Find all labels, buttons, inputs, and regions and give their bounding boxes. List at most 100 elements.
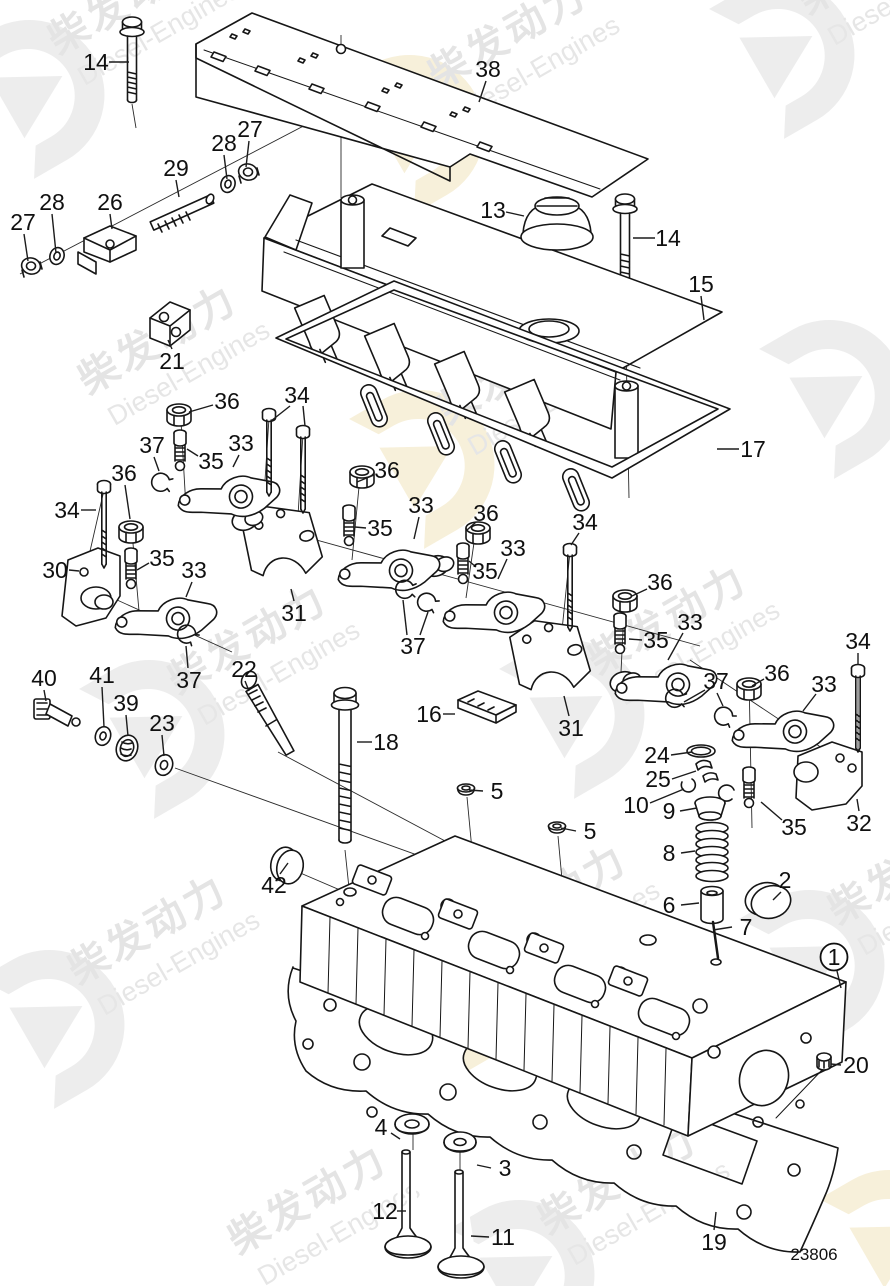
- callout-13: 13: [480, 197, 525, 223]
- callout-16: 16: [416, 701, 455, 727]
- cup-plug: [269, 846, 305, 885]
- callout-label: 9: [663, 798, 676, 824]
- flange-bolt: [612, 193, 638, 292]
- callout-36: 36: [356, 457, 400, 483]
- callout-2: 2: [772, 867, 792, 901]
- callout-19: 19: [701, 1211, 727, 1255]
- callout-14: 14: [83, 49, 129, 75]
- callout-34: 34: [845, 628, 871, 665]
- callout-18: 18: [357, 729, 399, 755]
- callout-39: 39: [113, 690, 139, 737]
- callout-label: 34: [572, 509, 598, 535]
- callout-label: 2: [779, 867, 792, 893]
- callout-label: 10: [623, 792, 649, 818]
- rubber-block: [149, 301, 191, 347]
- callout-label: 37: [139, 432, 165, 458]
- callout-circle: [819, 942, 849, 972]
- callout-label: 29: [163, 155, 189, 181]
- valve-stem: [711, 920, 720, 960]
- callout-label: 20: [843, 1052, 869, 1078]
- callout-37: 37: [176, 645, 202, 693]
- callout-label: 5: [584, 818, 597, 844]
- bracket-plate: [195, 12, 649, 198]
- callout-label: 34: [54, 497, 80, 523]
- callout-label: 17: [740, 436, 766, 462]
- spacer-block: [457, 690, 517, 724]
- cylinder-head: [299, 835, 847, 1137]
- callout-label: 28: [211, 130, 237, 156]
- callout-label: 39: [113, 690, 139, 716]
- callout-37: 37: [683, 668, 729, 707]
- callout-label: 15: [688, 271, 714, 297]
- callout-label: 5: [491, 778, 504, 804]
- callout-28: 28: [39, 189, 65, 254]
- callout-34: 34: [54, 497, 96, 523]
- plug: [115, 734, 139, 762]
- callout-15: 15: [688, 271, 714, 321]
- callout-29: 29: [163, 155, 189, 198]
- callout-33: 33: [802, 671, 837, 712]
- callout-36: 36: [111, 460, 137, 520]
- callout-label: 35: [198, 448, 224, 474]
- nut: [20, 257, 43, 278]
- valve-spring: [695, 821, 729, 883]
- callout-label: 33: [811, 671, 837, 697]
- washer: [220, 174, 236, 194]
- callout-label: 18: [373, 729, 399, 755]
- retainer-clips: [680, 778, 735, 802]
- core-plug: [744, 881, 792, 920]
- callout-36: 36: [466, 500, 499, 531]
- callout-label: 16: [416, 701, 442, 727]
- callout-36: 36: [188, 388, 240, 414]
- callout-label: 37: [400, 633, 426, 659]
- flange-bolt: [119, 16, 145, 104]
- callout-10: 10: [623, 788, 685, 818]
- callout-label: 27: [10, 209, 36, 235]
- callout-label: 31: [281, 600, 307, 626]
- callout-35: 35: [760, 801, 807, 840]
- callout-31: 31: [558, 695, 584, 741]
- callout-5: 5: [560, 818, 597, 844]
- callout-34: 34: [570, 509, 598, 546]
- clamp: [77, 225, 137, 275]
- valve-lifter: [700, 885, 724, 925]
- intake-valve: [437, 1169, 485, 1279]
- valve-seal: [443, 1131, 477, 1153]
- callout-24: 24: [644, 742, 693, 768]
- watermark-tile: [759, 292, 890, 479]
- callout-label: 35: [367, 515, 393, 541]
- callout-label: 28: [39, 189, 65, 215]
- callout-label: 35: [472, 558, 498, 584]
- callout-label: 38: [475, 56, 501, 82]
- callout-label: 26: [97, 189, 123, 215]
- callout-6: 6: [663, 892, 700, 918]
- callout-label: 33: [677, 609, 703, 635]
- callout-label: 35: [643, 627, 669, 653]
- callout-label: 36: [764, 660, 790, 686]
- head-bolt: [330, 686, 360, 844]
- callout-label: 35: [781, 814, 807, 840]
- callout-35: 35: [628, 627, 669, 653]
- callout-23: 23: [149, 710, 175, 757]
- callout-label: 33: [500, 535, 526, 561]
- callout-label: 7: [740, 914, 753, 940]
- callout-label: 3: [499, 1155, 512, 1181]
- callout-5: 5: [468, 778, 504, 804]
- watermark-logo-icon: [759, 292, 890, 479]
- stud: [149, 193, 215, 233]
- callout-label: 4: [375, 1114, 388, 1140]
- callout-label: 35: [149, 545, 175, 571]
- callout-17: 17: [717, 436, 766, 462]
- callout-label: 23: [149, 710, 175, 736]
- washer: [94, 725, 112, 747]
- callout-label: 11: [491, 1224, 515, 1250]
- callout-label: 37: [176, 667, 202, 693]
- callout-label: 1: [828, 944, 841, 970]
- callout-label: 14: [83, 49, 109, 75]
- callout-label: 33: [228, 430, 254, 456]
- callout-35: 35: [136, 545, 175, 571]
